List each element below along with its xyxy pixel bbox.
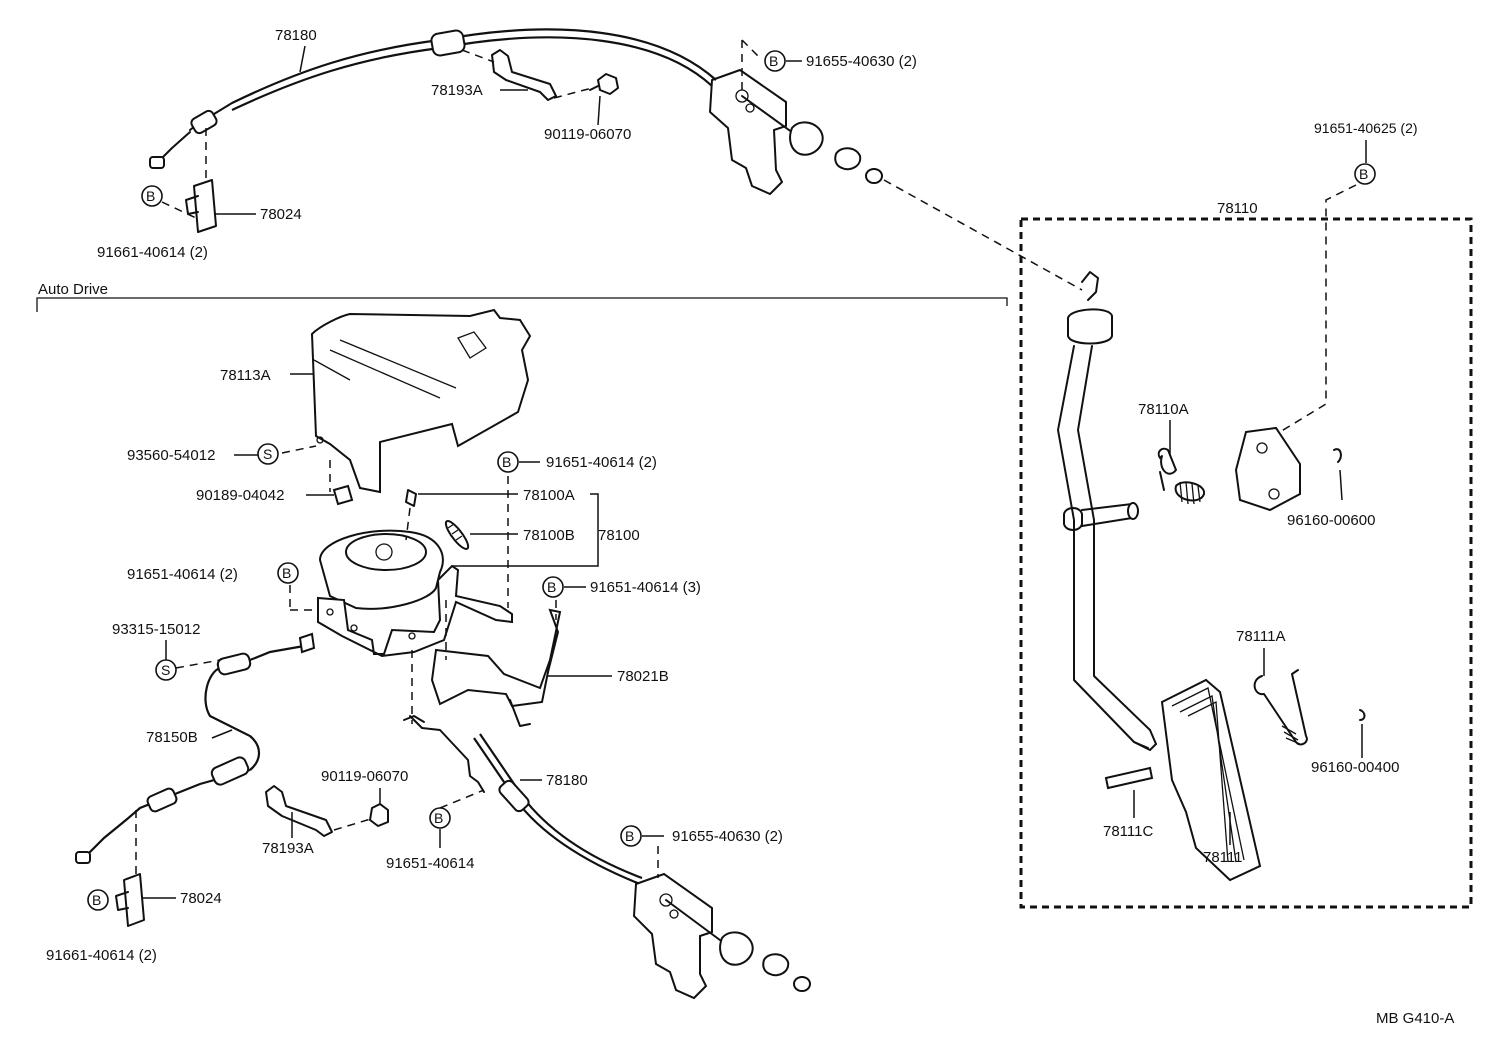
svg-text:B: B [769,53,778,69]
label-78100B: 78100B [523,527,575,544]
pedal-assembly: 78110 91651-40625 (2) B 96160-00600 7811… [1019,120,1473,909]
svg-text:B: B [146,188,155,204]
label-90189-04042: 90189-04042 [196,487,284,504]
label-91655-top: 91655-40630 (2) [806,53,917,70]
label-78110: 78110 [1217,200,1258,217]
b-marker [764,50,786,72]
svg-text:S: S [263,446,272,462]
svg-text:S: S [161,662,170,678]
auto-drive-assembly [75,308,811,1000]
label-78180-bot: 78180 [546,772,588,789]
label-78024-bot: 78024 [180,890,222,907]
label-78150B: 78150B [146,729,198,746]
label-90119-bot: 90119-06070 [321,768,408,785]
top-accelerator-cable [149,28,1083,291]
svg-text:B: B [92,892,101,908]
label-96160-00400: 96160-00400 [1311,759,1399,776]
svg-text:B: B [282,565,291,581]
svg-text:B: B [434,810,443,826]
section-bracket [36,297,1008,312]
label-78100A: 78100A [523,487,575,504]
label-91651-single: 91651-40614 [386,855,474,872]
label-91661-bot: 91661-40614 (2) [46,947,157,964]
label-78111: 78111 [1203,849,1243,866]
label-78193A-top: 78193A [431,82,483,99]
label-78180-top: 78180 [275,27,317,44]
label-91651-b1: 91651-40614 (2) [546,454,657,471]
label-78111C: 78111C [1103,823,1153,840]
label-91651-b3: 91651-40614 (3) [590,579,701,596]
label-78113A: 78113A [220,367,271,384]
label-93315-15012: 93315-15012 [112,621,200,638]
label-91651-40625: 91651-40625 (2) [1314,120,1418,136]
label-78100: 78100 [598,527,640,544]
label-96160-00600: 96160-00600 [1287,512,1375,529]
label-91651-b2: 91651-40614 (2) [127,566,238,583]
section-label: Auto Drive [38,281,108,298]
label-78024-top: 78024 [260,206,302,223]
label-78111A: 78111A [1236,628,1286,645]
svg-text:B: B [1359,166,1368,182]
label-91655-bot: 91655-40630 (2) [672,828,783,845]
label-93560-54012: 93560-54012 [127,447,215,464]
label-78021B: 78021B [617,668,669,685]
svg-text:B: B [625,828,634,844]
figure-code: MB G410-A [1376,1010,1454,1027]
label-78193A-bot: 78193A [262,840,314,857]
svg-text:B: B [547,579,556,595]
label-91661-top: 91661-40614 (2) [97,244,208,261]
svg-text:B: B [502,454,511,470]
label-78110A: 78110A [1138,401,1189,418]
label-90119-top: 90119-06070 [544,126,631,143]
